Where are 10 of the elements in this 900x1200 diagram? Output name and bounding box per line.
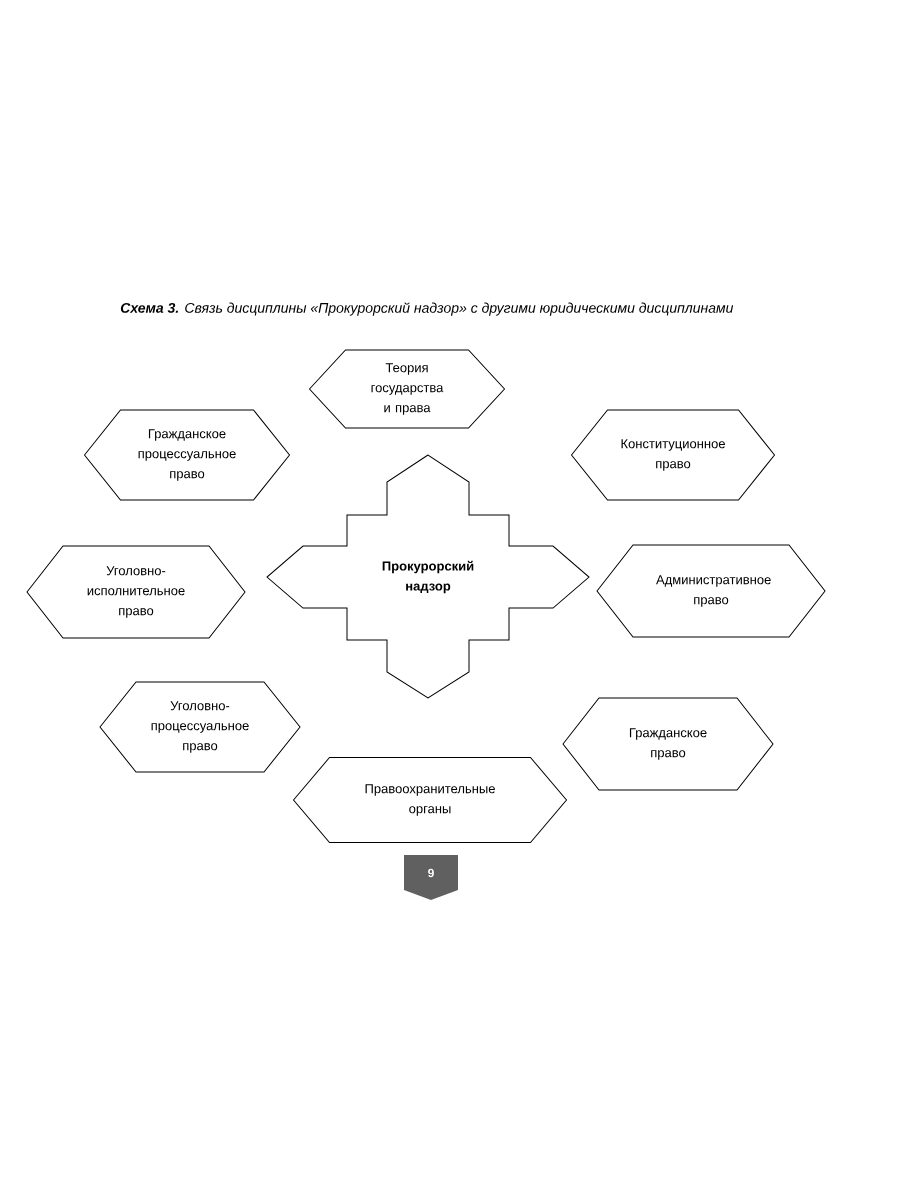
hexagon-box: Теория государства и права — [309, 349, 505, 429]
caption-title: Схема 3. Связь дисциплины «Прокурорский надзор» с другими юридическими дисциплинами — [120, 302, 734, 316]
hexagon-box: Уголовно-исполнительное право — [26, 545, 246, 639]
hexagon-box: Конституционное право — [571, 409, 775, 501]
hexagon-box: Уголовно-процессуальное право — [99, 681, 301, 773]
hexagon-box: Правоохранительные органы — [293, 757, 567, 843]
hexagon-box: Гражданское право — [562, 697, 774, 791]
hexagon-box: Административное право — [596, 544, 826, 638]
hexagon-box: Гражданское процессуальное право — [84, 409, 290, 501]
page-number: 9 — [404, 855, 458, 900]
